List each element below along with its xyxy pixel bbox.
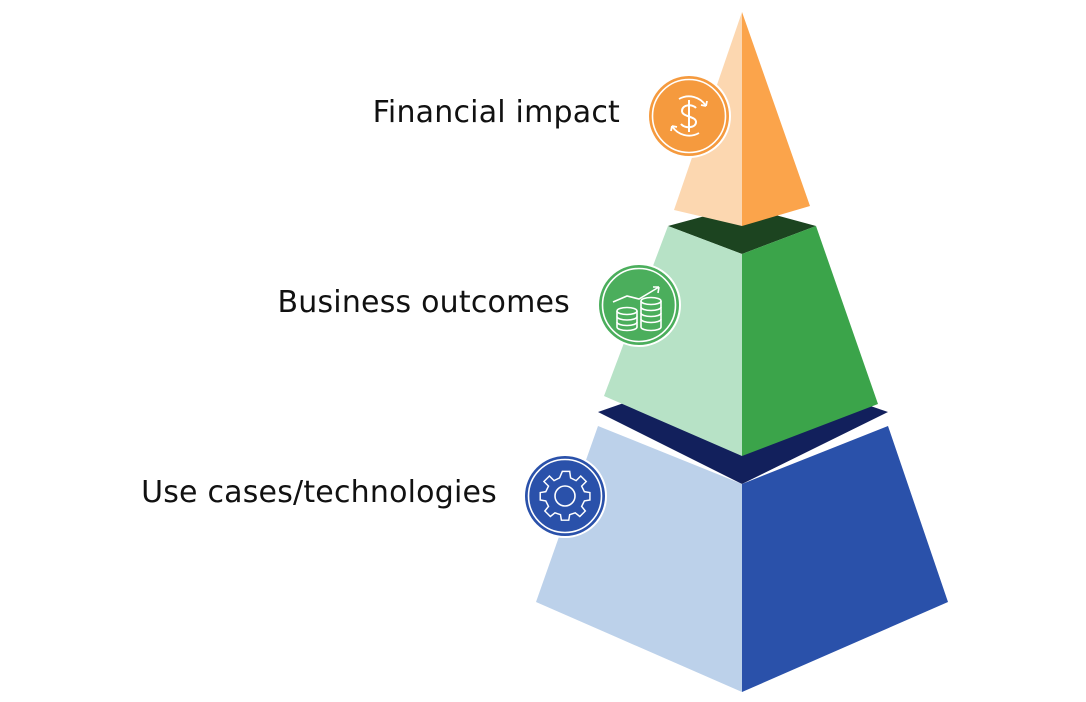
dollar-cycle-icon xyxy=(647,74,731,158)
tier-face-right xyxy=(742,426,948,692)
tier-label-business-outcomes: Business outcomes xyxy=(277,285,570,320)
tier-face-right xyxy=(742,12,810,226)
coins-growth-icon xyxy=(597,263,681,347)
tier-cap xyxy=(668,206,816,254)
tier-label-financial-impact: Financial impact xyxy=(372,95,620,130)
tier-face-left xyxy=(604,226,742,456)
pyramid-tier-business-outcomes xyxy=(604,206,878,456)
tier-face-right xyxy=(742,226,878,456)
tier-label-use-cases: Use cases/technologies xyxy=(141,475,497,510)
gear-icon xyxy=(523,454,607,538)
